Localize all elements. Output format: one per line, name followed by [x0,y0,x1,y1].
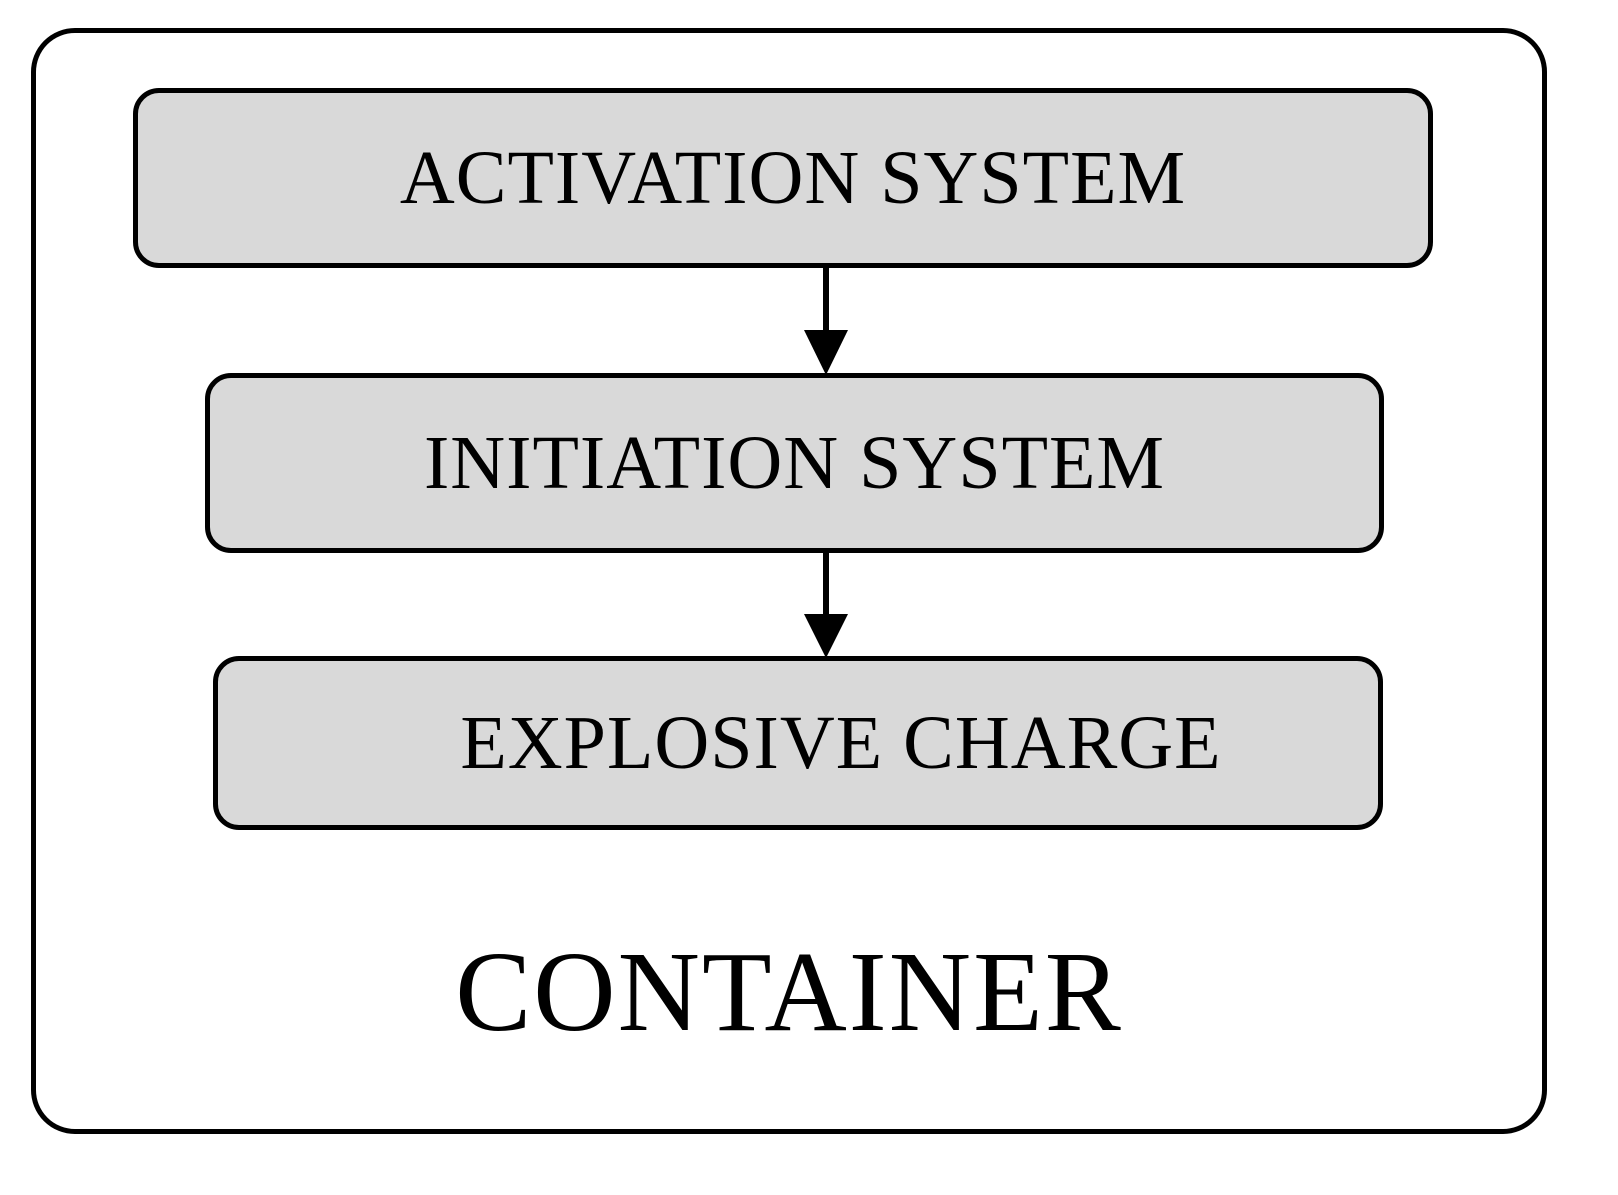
initiation-system-label: INITIATION SYSTEM [423,421,1166,505]
container-label-wrap: CONTAINER [0,935,1618,1049]
initiation-system-block: INITIATION SYSTEM [205,373,1384,553]
container-label: CONTAINER [455,928,1123,1055]
explosive-charge-block: EXPLOSIVE CHARGE [213,656,1383,830]
explosive-charge-label: EXPLOSIVE CHARGE [460,701,1222,785]
activation-system-label: ACTIVATION SYSTEM [399,136,1187,220]
activation-system-block: ACTIVATION SYSTEM [133,88,1433,268]
